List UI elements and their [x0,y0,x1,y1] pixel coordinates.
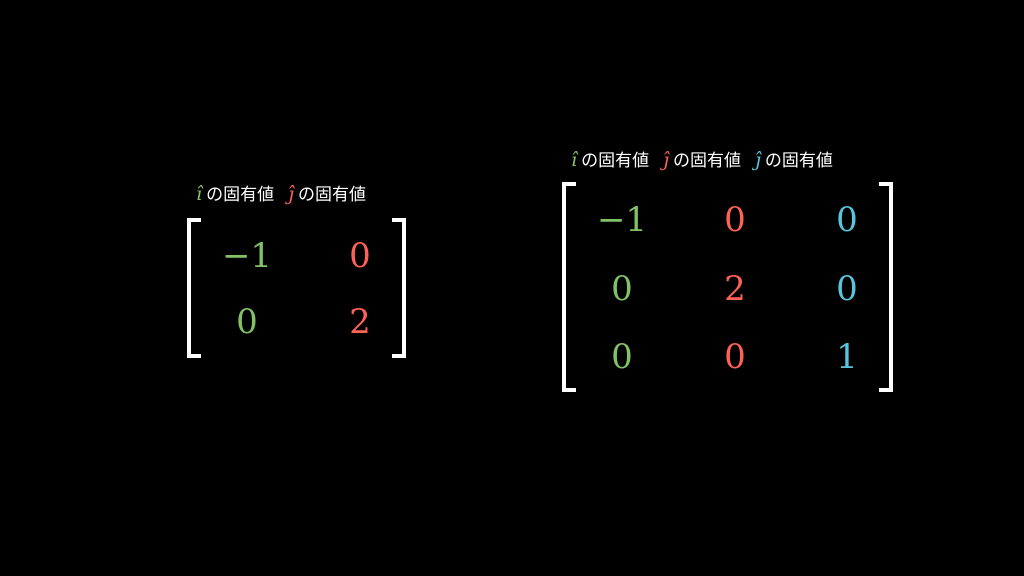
matrix-3x3-cell-0-1: 0 [724,200,746,240]
eigenvalue-label: の固有値 [297,185,366,205]
matrix-2x2-cell-1-0: 0 [236,302,258,342]
matrix-3x3-cell-0-0: −1 [596,200,648,240]
j-hat-symbol: ĵ [663,149,669,171]
i-hat-symbol: î [571,149,578,171]
j-hat-symbol-blue: ĵ [754,149,761,171]
matrix-2x2-cell-0-1: 0 [349,236,371,276]
matrix-3x3-cell-1-0: 0 [611,269,633,309]
eigenvalue-label: の固有値 [206,185,275,205]
matrix-2x2-left-bracket [187,218,201,358]
matrix-3x3-right-bracket [879,182,893,392]
matrix-3x3-cell-0-2: 0 [836,200,858,240]
header-label-i: î の固有値 [196,180,274,205]
matrix-3x3-cell-2-1: 0 [724,337,746,377]
header-label-j: ĵ の固有値 [288,180,366,205]
matrix-3x3-cell-1-2: 0 [836,269,858,309]
eigenvalue-label: の固有値 [581,151,650,171]
matrix-2x2-right-bracket [392,218,406,358]
header-label-k: ĵ の固有値 [755,146,833,171]
eigenvalue-label: の固有値 [764,151,833,171]
matrix-3x3-cell-1-1: 2 [724,269,746,309]
eigenvalue-label: の固有値 [672,151,741,171]
header-label-j: ĵ の固有値 [663,146,741,171]
matrix-2x2-cell-0-0: −1 [221,236,273,276]
header-label-i: î の固有値 [571,146,649,171]
matrix-3x3-header: î の固有値 ĵ の固有値 ĵ の固有値 [571,146,847,171]
j-hat-symbol: ĵ [288,183,294,205]
matrix-3x3-cell-2-2: 1 [836,337,858,377]
i-hat-symbol: î [196,183,203,205]
matrix-2x2-header: î の固有値 ĵ の固有値 [196,180,380,205]
matrix-3x3-cell-2-0: 0 [611,337,633,377]
matrix-2x2-cell-1-1: 2 [349,302,371,342]
matrix-3x3-left-bracket [562,182,576,392]
